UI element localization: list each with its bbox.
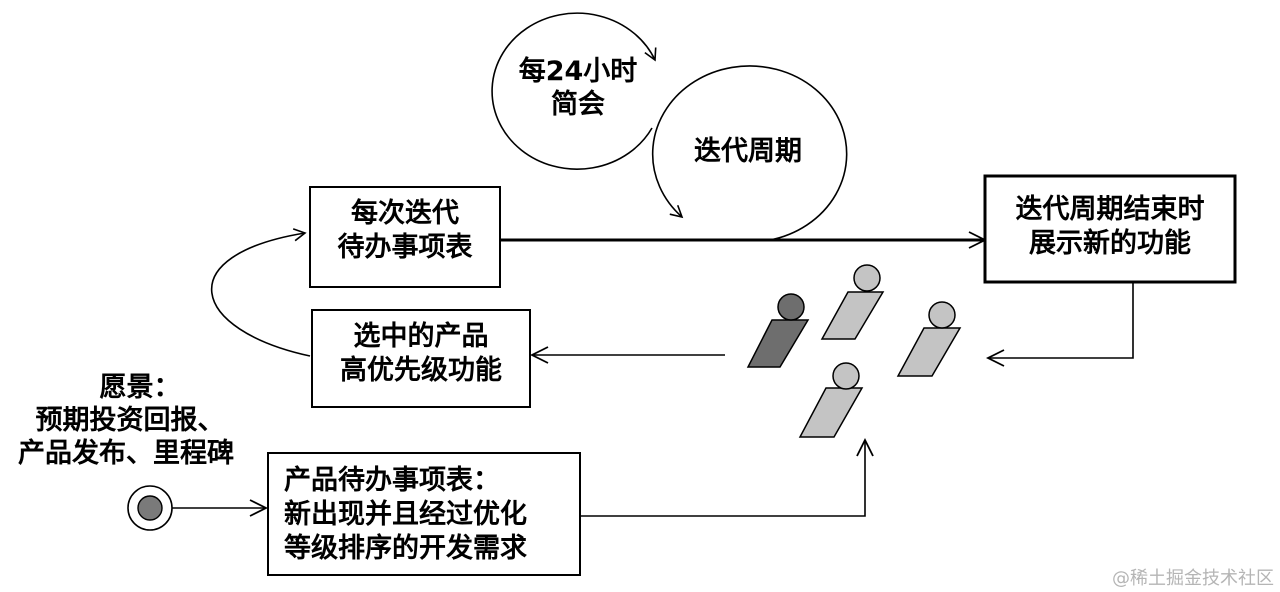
vision-line3: 产品发布、里程碑 [18, 437, 234, 469]
selected-to-backlog-curve [210, 228, 311, 357]
selected-features-line2: 高优先级功能 [340, 354, 502, 386]
vision-text: 愿景： 预期投资回报、 产品发布、里程碑 [18, 372, 234, 469]
product-backlog-line2: 新出现并且经过优化 [284, 498, 527, 530]
vision-line2: 预期投资回报、 [36, 405, 225, 436]
iteration-cycle-arc [651, 65, 848, 241]
sprint-review-line1: 迭代周期结束时 [1016, 194, 1205, 225]
sprint-backlog-line1: 每次迭代 [351, 197, 459, 229]
team-member-figure-1 [820, 264, 885, 340]
start-node [127, 485, 173, 531]
iteration-cycle-label: 迭代周期 [694, 136, 802, 167]
sprint-review-box: 迭代周期结束时 展示新的功能 [983, 174, 1237, 284]
selected-features-box: 选中的产品 高优先级功能 [311, 309, 531, 408]
team-member-figure-2 [896, 301, 962, 377]
selected-features-line1: 选中的产品 [354, 320, 489, 352]
vision-line1: 愿景： [100, 372, 181, 403]
sprint-backlog-box: 每次迭代 待办事项表 [309, 186, 501, 288]
daily-cycle-label-line1: 每24小时 [519, 55, 638, 87]
daily-cycle-arc [491, 12, 657, 170]
product-backlog-line3: 等级排序的开发需求 [284, 532, 527, 564]
team-member-figure-3 [798, 362, 864, 438]
sprint-review-line2: 展示新的功能 [1029, 227, 1191, 259]
sprint-backlog-line2: 待办事项表 [338, 232, 473, 263]
backlog-to-team-arrow [580, 437, 874, 517]
team-member-figure-dark [746, 293, 810, 368]
review-to-team-arrow [985, 282, 1134, 367]
watermark: @稀土掘金技术社区 [1112, 568, 1274, 589]
product-backlog-line1: 产品待办事项表： [284, 465, 500, 496]
daily-cycle-label-line2: 简会 [551, 88, 605, 120]
product-backlog-box: 产品待办事项表： 新出现并且经过优化 等级排序的开发需求 [267, 452, 581, 576]
